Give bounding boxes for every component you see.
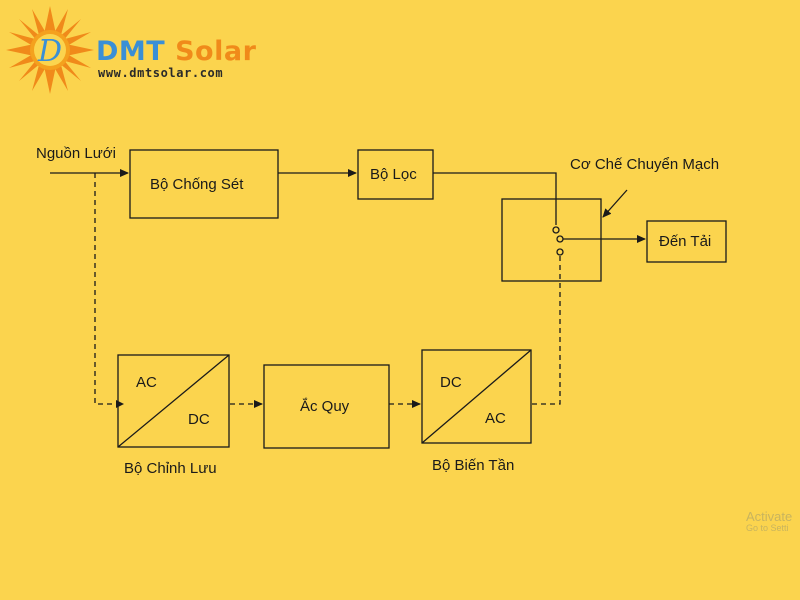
brand-name-part1: DMT — [96, 36, 166, 67]
logo-monogram: D — [37, 34, 62, 69]
switch-contact-bottom — [556, 248, 564, 256]
battery-box — [263, 364, 390, 449]
switch-contact-top — [552, 226, 560, 234]
switch-pivot — [556, 235, 564, 243]
brand-name: DMT Solar — [96, 38, 256, 65]
inverter-output-label: AC — [485, 410, 506, 427]
load-label: Đến Tải — [659, 233, 712, 250]
surge-protector-label: Bộ Chống Sét — [150, 176, 244, 193]
switch-label-pointer — [602, 189, 628, 218]
filter-to-switch-line — [433, 172, 557, 225]
filter-label: Bộ Lọc — [370, 166, 417, 183]
rectifier-input-label: AC — [136, 374, 157, 391]
sun-logo-icon: D — [6, 6, 94, 94]
inverter-input-label: DC — [440, 374, 462, 391]
inverter-to-switch-dashed-line — [532, 255, 561, 405]
watermark-line2: Go to Setti — [746, 523, 789, 534]
grid-input-label: Nguồn Lưới — [36, 145, 116, 162]
switch-mechanism-label: Cơ Chế Chuyển Mạch — [570, 156, 720, 173]
watermark-line1: Activate — [746, 509, 793, 524]
inverter-caption: Bộ Biến Tần — [432, 457, 515, 474]
load-box — [646, 220, 727, 263]
activation-watermark: Activate Go to Setti — [746, 509, 793, 534]
website-link[interactable]: www.dmtsolar.com — [98, 66, 224, 80]
battery-label: Ắc Quy — [300, 398, 350, 415]
filter-box — [357, 149, 434, 200]
rectifier-output-label: DC — [188, 411, 210, 428]
grid-to-rectifier-dashed-line — [94, 173, 116, 405]
brand-name-part2: Solar — [175, 36, 257, 67]
switch-box — [501, 198, 602, 282]
inverter-box — [421, 349, 532, 444]
rectifier-caption: Bộ Chỉnh Lưu — [124, 460, 217, 477]
rectifier-box — [117, 354, 230, 448]
surge-protector-box — [129, 149, 279, 219]
